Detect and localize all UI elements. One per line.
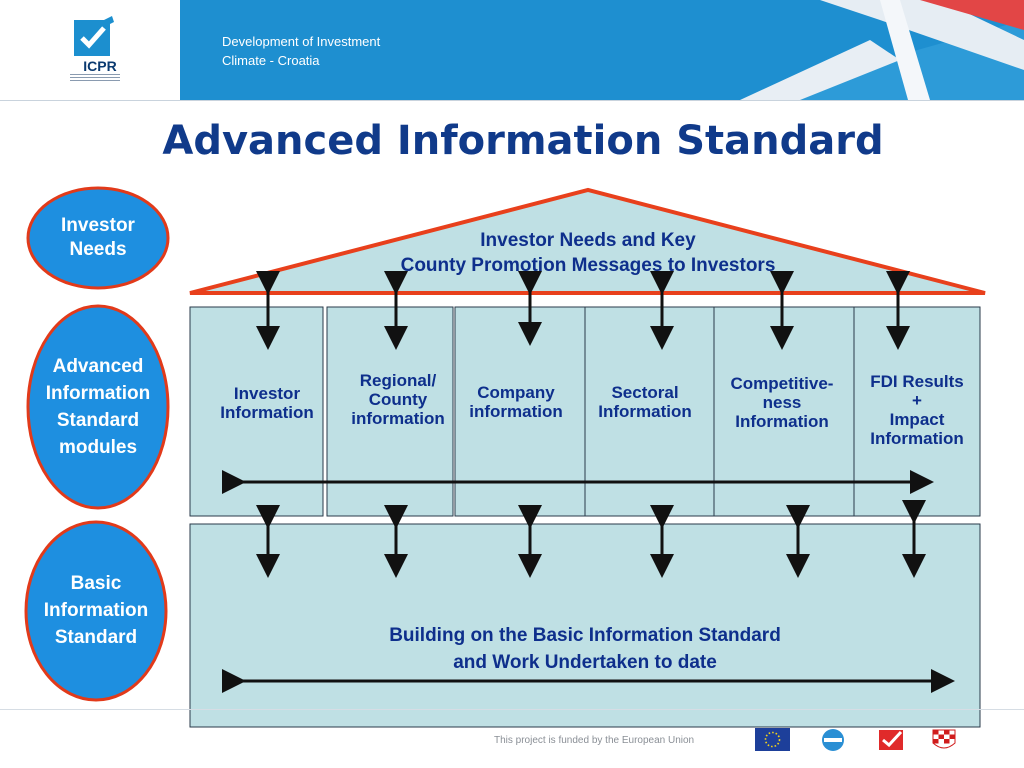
module-regional-line3: information [351,409,445,428]
label-advanced-line2: Information [45,383,151,404]
module-fdi-line3: Impact [889,410,945,429]
module-fdi-line2: + [912,391,922,410]
module-competitiveness-line2: ness [762,393,802,412]
module-label-investor: Investor Information [204,384,330,422]
module-company-line1: Company [477,383,555,402]
header: ICPR Development of Investment Climate -… [0,0,1024,100]
label-advanced-line3: Standard [56,410,140,431]
module-label-fdi: FDI Results + Impact Information [856,372,978,448]
checkmark-logo-icon [74,16,114,56]
header-title: Development of Investment Climate - Croa… [222,32,380,70]
footer-logos [755,728,956,751]
base-label: Building on the Basic Information Standa… [300,622,870,676]
base-label-line1: Building on the Basic Information Standa… [389,625,781,646]
module-competitiveness-line3: Information [735,412,829,431]
module-sectoral-line1: Sectoral [611,383,679,402]
module-label-regional: Regional/ County information [340,371,456,428]
header-decoration [180,0,1024,100]
module-investor-line1: Investor [233,384,301,403]
logo-tagline [70,74,120,82]
ellipse-basic-standard [24,520,168,702]
module-label-company: Company information [458,383,574,421]
label-investor-needs: Investor Needs [38,214,158,262]
eu-flag-icon [755,728,790,751]
module-regional-line2: County [368,390,428,409]
base-label-line2: and Work Undertaken to date [453,652,717,673]
header-divider [0,100,1024,101]
label-basic-line3: Standard [54,627,138,648]
label-basic-standard: Basic Information Standard [31,570,161,651]
module-company-line2: information [469,402,563,421]
red-check-logo-icon [879,730,903,750]
module-label-sectoral: Sectoral Information [586,383,704,421]
roof-triangle [189,187,986,295]
module-sectoral-line2: Information [598,402,692,421]
croatia-coat-of-arms-icon [932,729,956,749]
footer-divider [0,709,1024,710]
idi-logo-icon [822,729,844,751]
label-advanced-line4: modules [58,437,138,458]
page-title: Advanced Information Standard [162,118,884,164]
label-investor-needs-line1: Investor [61,215,135,236]
roof-label-line2: County Promotion Messages to Investors [400,255,776,276]
logo-text: ICPR [83,58,117,74]
label-advanced-standard: Advanced Information Standard modules [33,353,163,461]
header-title-line2: Climate - Croatia [222,53,320,68]
logo-area: ICPR [0,0,180,100]
module-fdi-line4: Information [870,429,964,448]
label-investor-needs-line2: Needs [69,239,127,260]
module-label-competitiveness: Competitive- ness Information [718,374,846,431]
label-advanced-line1: Advanced [52,356,144,377]
header-title-line1: Development of Investment [222,34,381,49]
module-competitiveness-line1: Competitive- [730,374,834,393]
label-basic-line2: Information [43,600,149,621]
module-regional-line1: Regional/ [359,371,437,390]
base-box [189,523,981,728]
roof-label-line1: Investor Needs and Key [480,230,696,251]
upper-arrows [256,271,910,350]
footer-funding-note: This project is funded by the European U… [494,735,695,746]
module-investor-line2: Information [220,403,314,422]
ellipse-investor-needs [26,186,170,290]
roof-label: Investor Needs and Key County Promotion … [300,228,876,278]
header-band [180,0,1024,100]
label-basic-line1: Basic [70,573,122,594]
module-fdi-line1: FDI Results [870,372,964,391]
lower-arrows [256,500,926,578]
ellipse-advanced-standard [26,304,170,510]
